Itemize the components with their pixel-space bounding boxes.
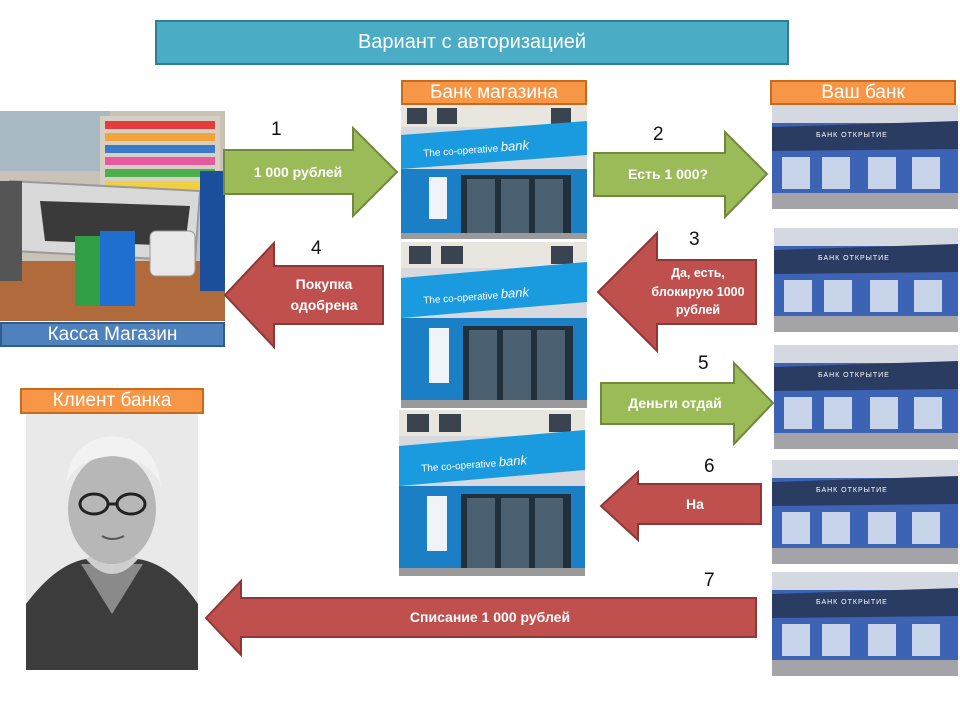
your-bank-photo-2: БАНК ОТКРЫТИЕ xyxy=(774,228,958,332)
arrow-step-3: Да, есть, блокирую 1000 рублей xyxy=(596,230,757,354)
your-bank-sign: БАНК ОТКРЫТИЕ xyxy=(818,255,890,262)
storefront-word: bank xyxy=(500,284,530,302)
arrow-label-1: 1 000 рублей xyxy=(253,163,343,180)
your-bank-photo-5: БАНК ОТКРЫТИЕ xyxy=(772,572,958,676)
step-number-2: 2 xyxy=(653,124,664,145)
arrow-label-6: На xyxy=(686,495,704,512)
arrow-step-7: Списание 1 000 рублей xyxy=(204,578,757,658)
storefront-word: bank xyxy=(500,137,530,155)
arrow-step-1: 1 000 рублей xyxy=(223,125,399,219)
arrow-label-3: Да, есть, блокирую 1000 рублей xyxy=(651,265,745,318)
step-number-7: 7 xyxy=(704,570,715,591)
title-text: Вариант с авторизацией xyxy=(357,31,587,53)
bank-building-illustration xyxy=(772,105,958,209)
storefront-illustration xyxy=(401,105,587,239)
bank-building-illustration xyxy=(772,572,958,676)
step-number-3: 3 xyxy=(689,229,700,250)
arrow-left-shape xyxy=(204,578,757,658)
store-bank-label-text: Банк магазина xyxy=(430,81,558,103)
title-banner: Вариант с авторизацией xyxy=(155,20,789,65)
arrow-left-shape xyxy=(596,230,757,354)
arrow-label-4: Покупка одобрена xyxy=(290,276,358,313)
arrow-step-6: На xyxy=(599,469,762,543)
arrow-label-2: Есть 1 000? xyxy=(627,166,709,182)
storefront-illustration xyxy=(401,242,587,408)
arrow-left-shape xyxy=(599,469,762,543)
your-bank-label: Ваш банк xyxy=(770,80,956,105)
checkout-illustration xyxy=(0,111,225,321)
store-bank-photo-3: The co-operative bank xyxy=(399,410,585,576)
your-bank-sign: БАНК ОТКРЫТИЕ xyxy=(816,599,888,606)
your-bank-sign: БАНК ОТКРЫТИЕ xyxy=(816,132,888,139)
arrow-step-4: Покупка одобрена xyxy=(223,240,384,350)
client-portrait-illustration xyxy=(26,414,198,670)
arrow-label-5: Деньги отдай xyxy=(628,395,722,411)
your-bank-sign: БАНК ОТКРЫТИЕ xyxy=(818,372,890,379)
storefront-word: bank xyxy=(498,452,528,470)
store-bank-photo-2: The co-operative bank xyxy=(401,242,587,408)
checkout-photo xyxy=(0,111,225,321)
client-label: Клиент банка xyxy=(20,388,204,414)
step-number-6: 6 xyxy=(704,456,715,477)
arrow-step-2: Есть 1 000? xyxy=(593,129,769,220)
client-label-text: Клиент банка xyxy=(52,390,172,411)
step-number-1: 1 xyxy=(271,119,282,140)
your-bank-photo-3: БАНК ОТКРЫТИЕ xyxy=(774,345,958,449)
arrow-right-shape xyxy=(600,360,775,447)
checkout-label-text: Касса Магазин xyxy=(47,323,178,345)
bank-building-illustration xyxy=(774,345,958,449)
your-bank-photo-4: БАНК ОТКРЫТИЕ xyxy=(772,460,958,564)
store-bank-label: Банк магазина xyxy=(401,80,587,105)
client-photo xyxy=(26,414,198,670)
storefront-illustration xyxy=(399,410,585,576)
bank-building-illustration xyxy=(774,228,958,332)
step-number-5: 5 xyxy=(698,353,709,374)
your-bank-label-text: Ваш банк xyxy=(821,81,905,103)
arrow-left-shape xyxy=(223,240,384,350)
bank-building-illustration xyxy=(772,460,958,564)
checkout-label: Касса Магазин xyxy=(0,322,225,347)
arrow-label-7: Списание 1 000 рублей xyxy=(409,609,571,625)
store-bank-photo-1: The co-operative bank xyxy=(401,105,587,239)
step-number-4: 4 xyxy=(311,238,322,259)
arrow-right-shape xyxy=(593,129,769,220)
your-bank-sign: БАНК ОТКРЫТИЕ xyxy=(816,487,888,494)
arrow-step-5: Деньги отдай xyxy=(600,360,775,447)
your-bank-photo-1: БАНК ОТКРЫТИЕ xyxy=(772,105,958,209)
arrow-right-shape xyxy=(223,125,399,219)
